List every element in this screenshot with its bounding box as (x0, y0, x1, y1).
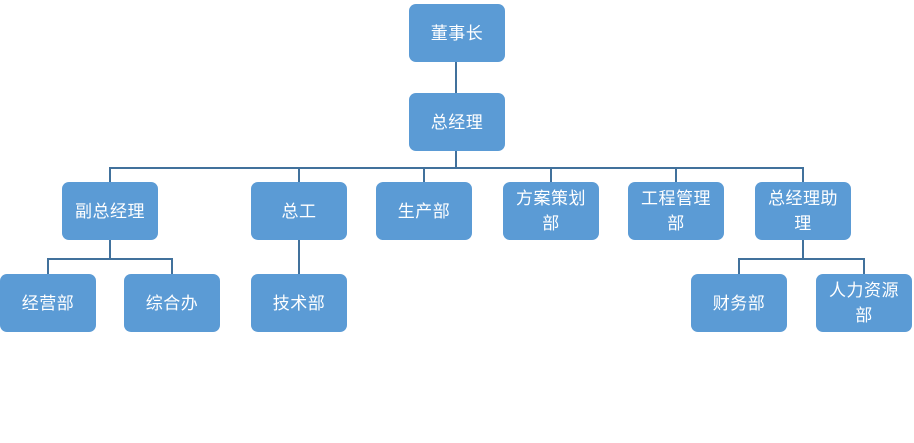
connector-drop-planning-dept (550, 167, 552, 182)
connector-drop-finance-dept (738, 258, 740, 274)
connector-drop-chief-engineer (298, 167, 300, 182)
node-engineering-mgmt[interactable]: 工程管理部 (628, 182, 724, 240)
node-operations-dept[interactable]: 经营部 (0, 274, 96, 332)
node-chief-engineer-label: 总工 (281, 201, 317, 221)
connector-gm-assistant-bus (739, 258, 864, 260)
node-chairman-label: 董事长 (430, 23, 484, 43)
connector-drop-engineering-mgmt (675, 167, 677, 182)
node-general-manager-label: 总经理 (430, 112, 484, 132)
node-production-dept[interactable]: 生产部 (376, 182, 472, 240)
connector-deputy-gm-stem (109, 240, 111, 258)
node-hr-dept[interactable]: 人力资源部 (816, 274, 912, 332)
node-gm-assistant[interactable]: 总经理助理 (755, 182, 851, 240)
connector-drop-gm-assistant (802, 167, 804, 182)
node-operations-dept-label: 经营部 (21, 293, 75, 313)
node-technical-dept-label: 技术部 (272, 293, 326, 313)
node-technical-dept[interactable]: 技术部 (251, 274, 347, 332)
connector-drop-production-dept (423, 167, 425, 182)
node-general-affairs-label: 综合办 (145, 293, 199, 313)
connector-gm-assistant-stem (802, 240, 804, 258)
connector-chairman-to-gm (455, 62, 457, 93)
node-hr-dept-label: 人力资源部 (829, 281, 899, 325)
connector-drop-operations-dept (47, 258, 49, 274)
node-engineering-mgmt-label: 工程管理部 (641, 189, 711, 233)
node-general-affairs[interactable]: 综合办 (124, 274, 220, 332)
node-finance-dept-label: 财务部 (712, 293, 766, 313)
node-planning-dept[interactable]: 方案策划部 (503, 182, 599, 240)
connector-gm-stem (455, 151, 457, 169)
connector-deputy-gm-bus (48, 258, 172, 260)
node-deputy-gm-label: 副总经理 (75, 201, 145, 221)
connector-chief-engineer-to-technical (298, 240, 300, 274)
node-gm-assistant-label: 总经理助理 (768, 189, 838, 233)
connector-level3-bus (110, 167, 804, 169)
node-finance-dept[interactable]: 财务部 (691, 274, 787, 332)
connector-drop-general-affairs (171, 258, 173, 274)
node-chief-engineer[interactable]: 总工 (251, 182, 347, 240)
node-planning-dept-label: 方案策划部 (516, 189, 586, 233)
node-production-dept-label: 生产部 (397, 201, 451, 221)
node-deputy-gm[interactable]: 副总经理 (62, 182, 158, 240)
connector-drop-deputy-gm (109, 167, 111, 182)
connector-drop-hr-dept (863, 258, 865, 274)
node-chairman[interactable]: 董事长 (409, 4, 505, 62)
node-general-manager[interactable]: 总经理 (409, 93, 505, 151)
